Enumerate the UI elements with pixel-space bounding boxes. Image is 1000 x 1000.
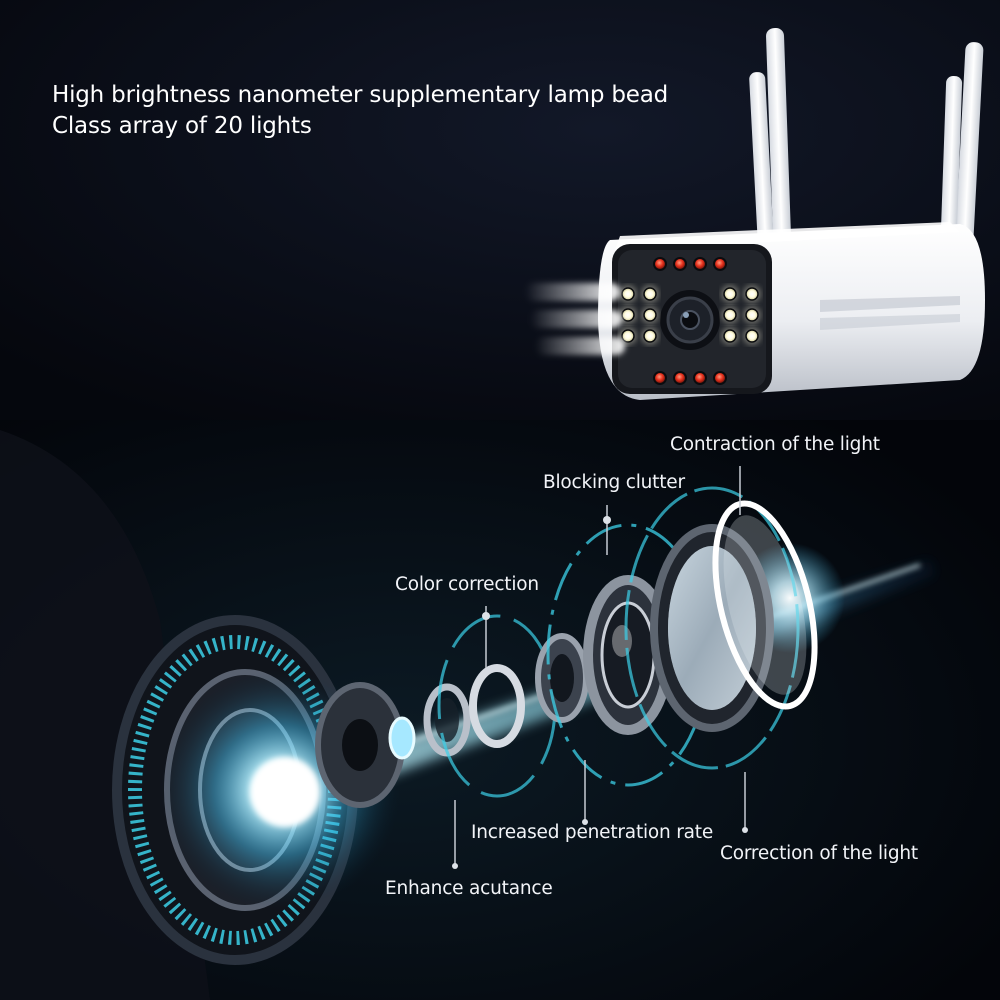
lens-element — [388, 716, 416, 760]
antenna — [749, 72, 775, 272]
white-led — [723, 287, 737, 301]
red-ir-led — [673, 371, 687, 385]
correction-lens — [624, 486, 800, 770]
lens-ring — [535, 633, 589, 723]
white-led — [621, 287, 635, 301]
white-led — [745, 329, 759, 343]
white-led — [723, 308, 737, 322]
label-blocking-clutter: Blocking clutter — [543, 472, 685, 493]
headline-line-1: High brightness nanometer supplementary … — [52, 82, 668, 108]
callout-lines — [454, 466, 746, 866]
label-enhance-acutance: Enhance acutance — [385, 878, 553, 899]
light-streaks — [525, 283, 625, 355]
antenna — [766, 28, 792, 268]
white-led — [745, 308, 759, 322]
white-led — [621, 308, 635, 322]
red-ir-led — [713, 257, 727, 271]
red-ir-led — [653, 257, 667, 271]
label-contraction-of-light: Contraction of the light — [670, 434, 880, 455]
white-led — [723, 329, 737, 343]
white-led — [643, 308, 657, 322]
red-ir-led — [653, 371, 667, 385]
white-led — [643, 329, 657, 343]
white-led — [621, 329, 635, 343]
label-color-correction: Color correction — [395, 574, 539, 595]
label-increased-penetration-rate: Increased penetration rate — [471, 822, 714, 843]
red-ir-led — [713, 371, 727, 385]
exploded-lens-assembly — [112, 466, 935, 965]
white-led — [745, 287, 759, 301]
red-ir-led — [693, 371, 707, 385]
white-led — [643, 287, 657, 301]
headline: High brightness nanometer supplementary … — [52, 80, 668, 142]
headline-line-2: Class array of 20 lights — [52, 113, 312, 139]
red-ir-led — [693, 257, 707, 271]
led-array — [619, 257, 761, 385]
red-ir-led — [673, 257, 687, 271]
label-correction-of-light: Correction of the light — [720, 843, 918, 864]
